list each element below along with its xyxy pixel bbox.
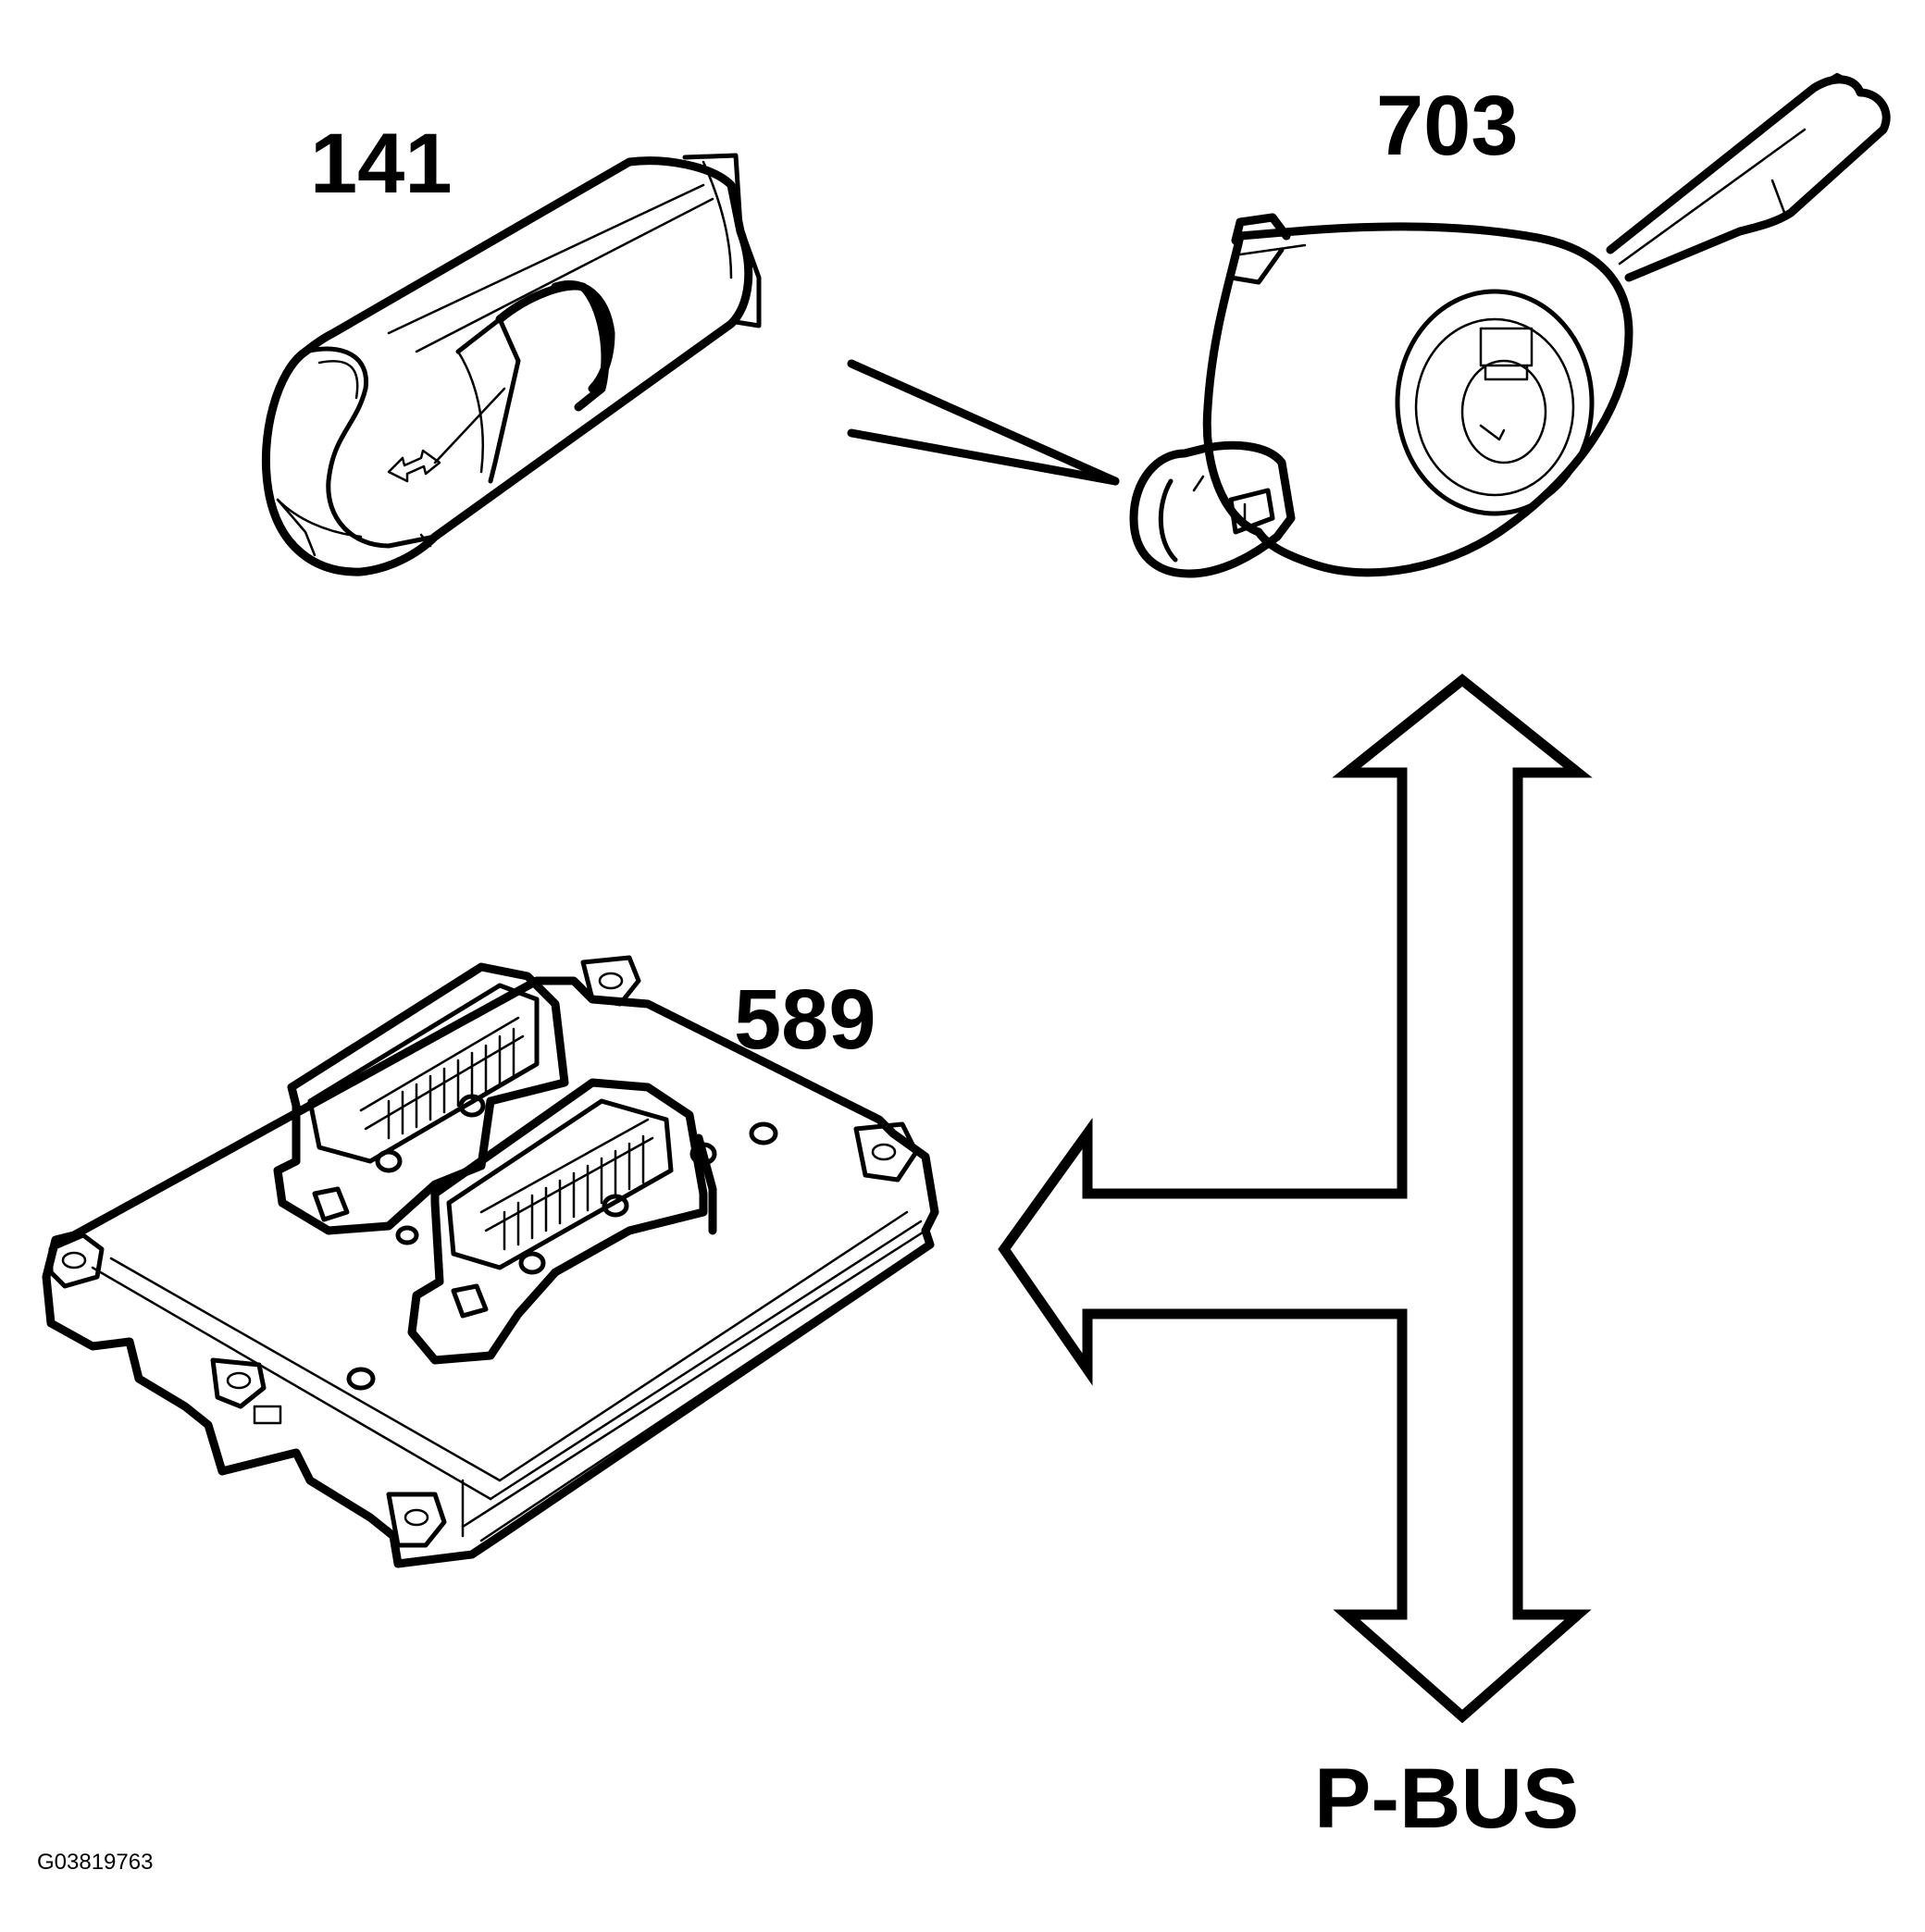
callout-141: 141 [310,117,453,211]
mounting-tab [853,1121,919,1183]
bus-label: P-BUS [1314,1752,1579,1846]
callout-703: 703 [1376,79,1519,173]
figure-reference-id: G03819763 [37,1850,153,1875]
connector-1-pins [387,1027,515,1140]
mounting-tab [580,955,641,1007]
component-703-column-switch [1129,72,1891,578]
callout-589: 589 [734,972,876,1067]
component-141-remote-key [261,153,762,576]
mounting-tab [386,1492,447,1548]
component-589-control-module [42,955,939,1568]
p-bus-arrow [998,673,1593,1724]
connector-2 [407,1078,717,1365]
mounting-tab [210,1357,267,1409]
arrow-symbol-icon [387,449,441,483]
connection-lines [847,359,1120,486]
connector-1 [273,962,569,1235]
connector-2-pins [503,1134,645,1251]
mounting-tab [48,1232,105,1289]
